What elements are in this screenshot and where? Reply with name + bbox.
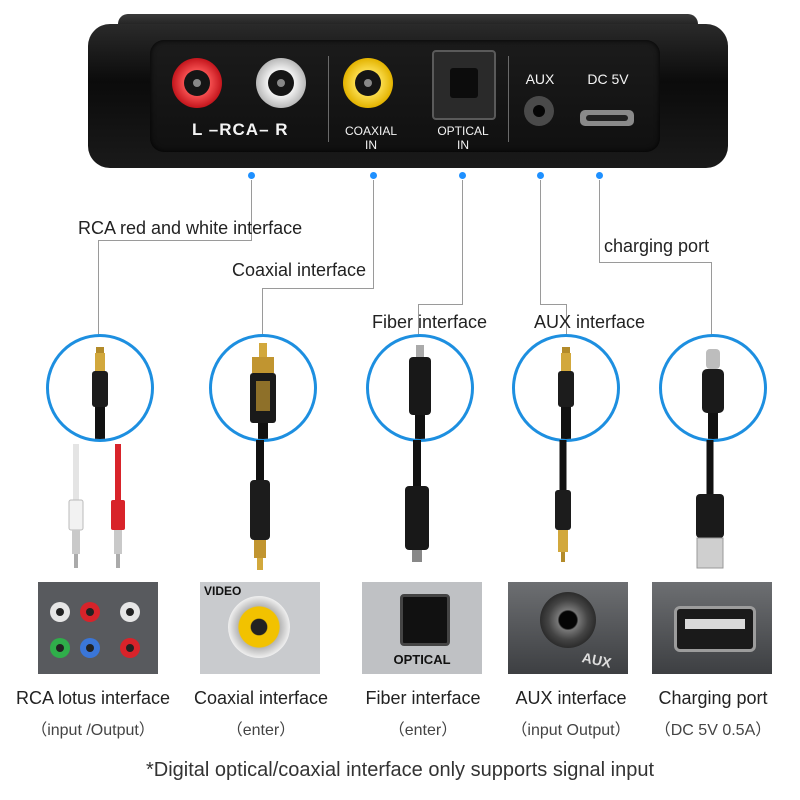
aux-port-label: AUX [525,71,555,87]
aux-dot [537,172,544,179]
coaxial-plug-icon [250,440,270,570]
optical-leader [418,304,463,305]
aux-leader [566,304,567,336]
rca-lotus-jacks-icon [38,582,158,674]
coaxial-leader [262,288,263,336]
optical-port-label: OPTICAL IN [424,124,502,152]
sub-rca-lotus: （input /Output） [31,722,155,739]
usb-a-port-tongue [685,619,745,629]
dc-leader [599,262,711,263]
sub-aux: （input Output） [511,722,631,739]
usb-a-port-icon [674,606,756,652]
coaxial-leader [262,288,374,289]
cable-illustrations [68,440,724,570]
panel-divider-2 [508,56,509,142]
optical-port-label-sub: IN [457,138,469,152]
photo-coaxial-text: VIDEO [204,584,242,598]
optical-dot [459,172,466,179]
rca-dot [248,172,255,179]
coaxial-port-label-text: COAXIAL [344,124,398,138]
dc-dot [596,172,603,179]
optical-plug-icon [405,440,429,562]
usb-c-plug-icon [702,349,724,439]
dc-port-label: DC 5V [587,71,629,87]
label-coaxial: Coaxial interface [193,688,329,708]
label-rca-lotus: RCA lotus interface [15,688,171,708]
dc-leader [599,180,600,262]
callout-coaxial: Coaxial interface [232,260,367,280]
rca-leader [251,180,252,240]
rca-red-port-pin [193,79,201,87]
optical-port-label-text: OPTICAL [437,124,489,138]
label-charging: Charging port [658,688,768,708]
rca-red-port [172,58,222,108]
panel-divider-1 [328,56,329,142]
sub-fiber: （enter） [388,722,458,739]
coaxial-cable-circle [209,334,317,442]
rca-leader [98,240,99,336]
optical-leader [462,180,463,304]
callout-aux: AUX interface [534,312,646,332]
rca-white-port [256,58,306,108]
sub-coaxial: （enter） [226,722,296,739]
charging-cable-circle [659,334,767,442]
aux-jack-icon [558,347,574,439]
rca-port-label: L –RCA– R [192,120,289,139]
callout-fiber: Fiber interface [372,312,488,332]
photo-coaxial-panel: VIDEO [200,582,320,674]
optical-port-shutter [450,68,478,98]
coaxial-port-label: COAXIAL IN [333,124,409,152]
aux-cable-circle [512,334,620,442]
aux-jack-port-icon [540,592,596,648]
label-aux: AUX interface [515,688,627,708]
rca-leader [98,240,252,241]
optical-port [432,50,496,120]
micro-usb-port [580,110,634,126]
fiber-cable-circle [366,334,474,442]
photo-rca-panel [38,582,158,674]
photo-aux-text: AUX [580,649,613,671]
photo-aux-panel: AUX [508,582,628,674]
device-port-panel [150,40,660,152]
rca-red-white-plugs-icon [68,444,125,568]
coaxial-leader [373,180,374,288]
rca-white-port-pin [277,79,285,87]
coaxial-port-label-sub: IN [365,138,377,152]
label-fiber: Fiber interface [365,688,481,708]
optical-plug-icon [409,345,431,439]
photo-usb-panel [652,582,772,674]
optical-jack-icon [400,594,450,646]
rca-plug-icon [250,343,276,439]
photo-optical-text: OPTICAL [393,652,451,667]
rca-cable-circle [46,334,154,442]
photo-optical-panel: OPTICAL [362,582,482,674]
coaxial-port-pin [364,79,372,87]
callout-charging: charging port [604,236,710,256]
callout-rca: RCA red and white interface [78,218,303,238]
optical-leader [418,304,419,336]
aux-jack-icon [92,347,108,439]
sub-charging: （DC 5V 0.5A） [654,722,772,739]
footnote: *Digital optical/coaxial interface only … [145,759,655,781]
coaxial-port [343,58,393,108]
micro-usb-port-slot [586,115,628,121]
aux-port-hole [533,105,545,117]
aux-leader [540,304,566,305]
dc-leader [711,262,712,336]
aux-jack-icon [555,440,571,562]
coaxial-jack-icon [228,596,290,658]
aux-port [524,96,554,126]
aux-leader [540,180,541,304]
usb-a-plug-icon [696,440,724,569]
coaxial-dot [370,172,377,179]
